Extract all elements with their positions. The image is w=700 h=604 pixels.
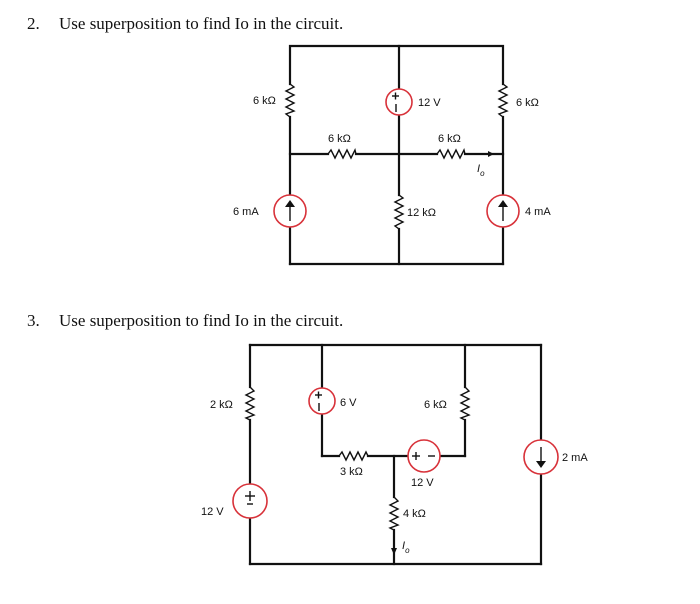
label-c3-r-left: 2 kΩ bbox=[210, 399, 233, 411]
current-source-c2-6ma bbox=[273, 194, 307, 228]
voltage-source-c2-12v bbox=[385, 88, 413, 116]
current-arrow-c2-io bbox=[474, 151, 494, 157]
resistor-c2-mid-right bbox=[436, 147, 466, 160]
label-c3-v-mid: 12 V bbox=[411, 477, 434, 489]
label-c3-v-left: 12 V bbox=[201, 506, 224, 518]
circuit-3: 2 kΩ 6 V 6 kΩ 2 mA 3 kΩ 12 V 4 kΩ 12 V I… bbox=[201, 343, 588, 566]
current-source-c3-2ma bbox=[523, 439, 559, 475]
label-c2-v-source: 12 V bbox=[418, 97, 441, 109]
label-c2-r-mid-left: 6 kΩ bbox=[328, 133, 351, 145]
label-c2-r-top-right: 6 kΩ bbox=[516, 97, 539, 109]
resistor-c3-right-6k bbox=[459, 386, 471, 421]
resistor-c2-mid-left bbox=[327, 147, 357, 160]
resistor-c2-top-right bbox=[497, 83, 509, 118]
circuit-2-wires bbox=[288, 44, 505, 266]
label-c3-r-bottom: 4 kΩ bbox=[403, 508, 426, 520]
voltage-source-c3-12v-mid bbox=[407, 439, 441, 473]
voltage-source-c3-12v-left bbox=[232, 483, 268, 519]
problem-3-number: 3. bbox=[27, 311, 40, 330]
voltage-source-c3-6v bbox=[308, 387, 336, 415]
problem-2-text: Use superposition to find Io in the circ… bbox=[59, 14, 344, 33]
resistor-c2-center bbox=[393, 194, 405, 230]
current-arrow-c3-io bbox=[391, 536, 397, 555]
label-c2-i-source-right: 4 mA bbox=[525, 206, 551, 218]
label-c2-i-source-left: 6 mA bbox=[233, 206, 259, 218]
resistor-c3-bottom-4k bbox=[388, 496, 400, 531]
problem-3-text: Use superposition to find Io in the circ… bbox=[59, 311, 344, 330]
label-c2-io: Io bbox=[477, 163, 485, 178]
label-c3-r-mid: 3 kΩ bbox=[340, 466, 363, 478]
circuit-2: 6 kΩ 12 V 6 kΩ 6 kΩ 6 kΩ 6 mA 12 kΩ 4 mA… bbox=[233, 44, 551, 266]
label-c3-i-source: 2 mA bbox=[562, 452, 588, 464]
circuit-3-wires bbox=[248, 343, 543, 566]
label-c2-r-center: 12 kΩ bbox=[407, 207, 436, 219]
label-c2-r-mid-right: 6 kΩ bbox=[438, 133, 461, 145]
resistor-c3-left-2k bbox=[244, 386, 256, 421]
current-source-c2-4ma bbox=[486, 194, 520, 228]
resistor-c3-mid-3k bbox=[338, 450, 369, 462]
label-c2-r-top-left: 6 kΩ bbox=[253, 95, 276, 107]
label-c3-io: Io bbox=[402, 540, 410, 555]
problem-2-number: 2. bbox=[27, 14, 40, 33]
label-c3-r-right: 6 kΩ bbox=[424, 399, 447, 411]
resistor-c2-top-left bbox=[284, 83, 296, 118]
label-c3-v-top: 6 V bbox=[340, 397, 357, 409]
